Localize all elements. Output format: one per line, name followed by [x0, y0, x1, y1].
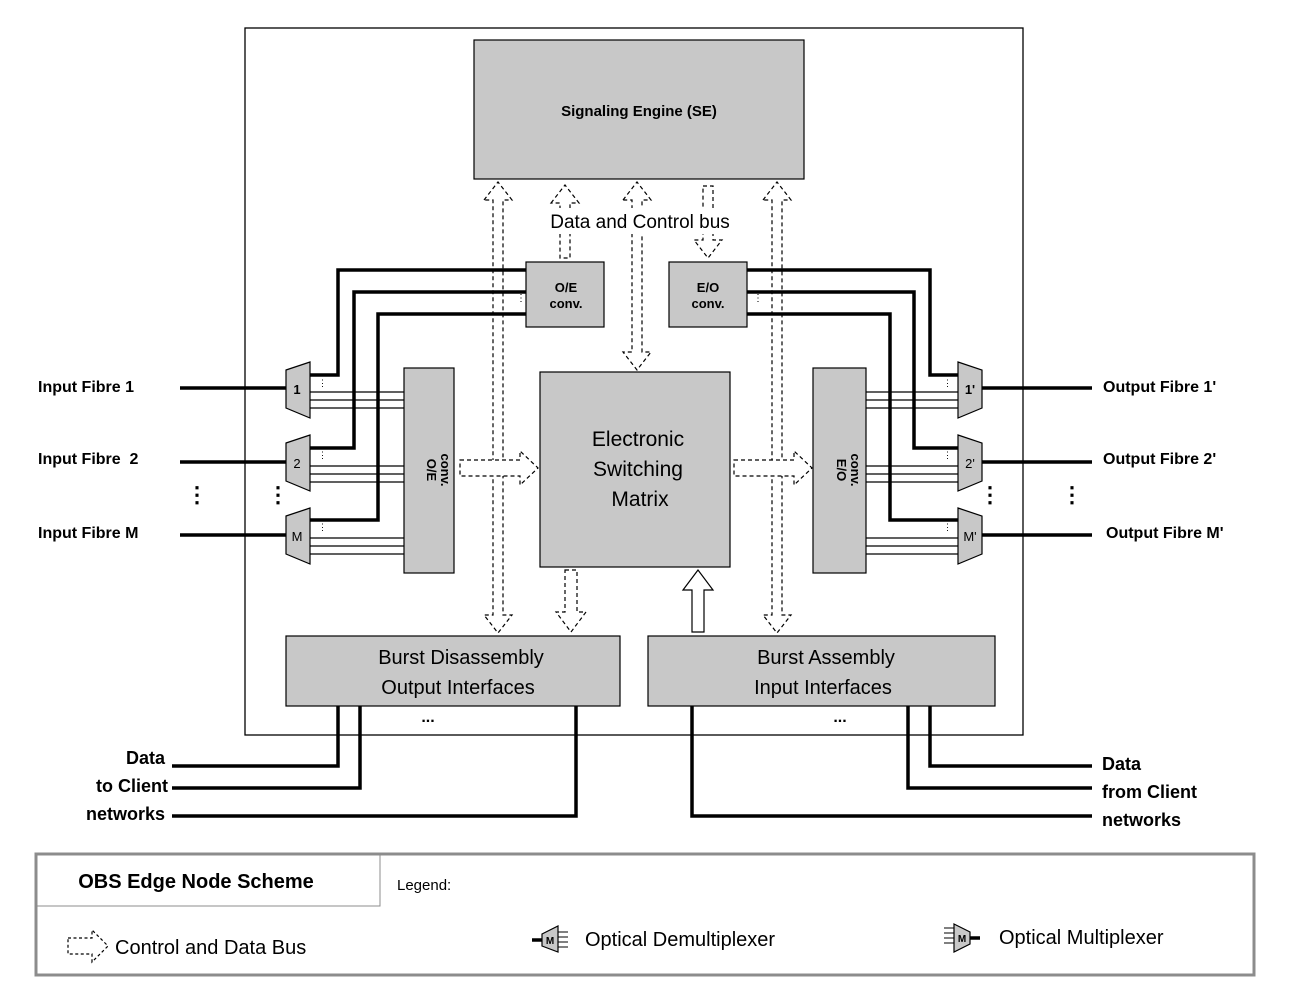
optical-multiplexer-icon: M	[944, 923, 980, 953]
client-from-label-3: networks	[1102, 810, 1181, 830]
eo-converter-top: E/O conv. ⋮	[668, 261, 763, 328]
output-fibre-m-label: Output Fibre M'	[1106, 525, 1224, 542]
demux-2-dots: ⋮	[318, 450, 327, 460]
demux-m: M ⋮	[285, 507, 327, 565]
input-fibre-2-label: Input Fibre 2	[38, 451, 139, 468]
input-fibre-m-label: Input Fibre M	[38, 525, 138, 542]
fibres-eo-to-mux	[747, 268, 958, 522]
bus-arrow-matrix-to-eo	[733, 449, 813, 487]
oe-conv-side-label-1: O/E	[424, 459, 439, 482]
signaling-engine-label: Signaling Engine (SE)	[561, 103, 717, 120]
burst-assembly-block: Burst Assembly Input Interfaces	[647, 635, 996, 707]
client-lines-to	[172, 706, 578, 818]
switching-matrix-label-1: Electronic	[592, 428, 684, 451]
demux-m-dots: ⋮	[318, 522, 327, 532]
legend-demux-glyph: M	[546, 936, 554, 947]
legend-demux-label: Optical Demultiplexer	[585, 929, 775, 951]
signaling-engine-block: Signaling Engine (SE)	[473, 39, 805, 180]
switching-matrix-block: Electronic Switching Matrix	[539, 371, 731, 568]
demux-2-label: 2	[293, 456, 300, 471]
ellipsis-right: ...	[833, 709, 846, 726]
eo-conv-side-label-1: E/O	[834, 459, 849, 481]
optical-demultiplexer-icon: M	[532, 925, 568, 953]
fibres-demux-to-oe	[310, 268, 526, 522]
oe-conv-side-label-2: conv.	[438, 454, 453, 487]
mux-m-label: M'	[963, 529, 976, 544]
eo-conv-top-label-1: E/O	[697, 280, 719, 295]
eo-conv-side-label-2: conv.	[848, 454, 863, 487]
oe-conv-top-dots: ⋮	[516, 293, 526, 304]
burst-disassembly-label-2: Output Interfaces	[381, 677, 534, 699]
demux-1-dots: ⋮	[318, 378, 327, 388]
oe-converter-top: O/E conv. ⋮	[516, 261, 605, 328]
client-to-label-3: networks	[86, 804, 165, 824]
mux-m: M' ⋮	[943, 507, 983, 565]
client-to-label-1: Data	[126, 748, 166, 768]
oe-conv-top-label-2: conv.	[550, 296, 583, 311]
mux-1: 1' ⋮	[943, 361, 983, 419]
bus-arrow-left-long	[482, 181, 514, 634]
legend-title: OBS Edge Node Scheme	[78, 871, 314, 893]
input-fibre-lines	[180, 386, 286, 537]
switching-matrix-label-3: Matrix	[611, 488, 669, 511]
mux-2-label: 2'	[965, 456, 975, 471]
bus-label: Data and Control bus	[550, 212, 730, 233]
bus-arrow-matrix-down	[554, 569, 588, 633]
mux-2-dots: ⋮	[943, 450, 952, 460]
bus-arrow-right-long	[761, 181, 793, 634]
demux-m-label: M	[292, 529, 303, 544]
legend-mux-label: Optical Multiplexer	[999, 927, 1164, 949]
client-from-label-1: Data	[1102, 754, 1142, 774]
dashed-arrow-icon	[67, 928, 109, 964]
input-fibre-1-label: Input Fibre 1	[38, 379, 134, 396]
vdots-output-label: ⋮	[1061, 482, 1083, 507]
wavelength-lines-left	[310, 391, 404, 555]
eo-conv-top-label-2: conv.	[692, 296, 725, 311]
vdots-input-demux: ⋮	[267, 482, 289, 507]
mux-1-dots: ⋮	[943, 378, 952, 388]
ellipsis-left: ...	[421, 709, 434, 726]
burst-disassembly-label-1: Burst Disassembly	[378, 647, 544, 669]
legend-control-bus-label: Control and Data Bus	[115, 937, 306, 959]
burst-assembly-label-2: Input Interfaces	[754, 677, 892, 699]
legend-heading: Legend:	[397, 877, 451, 894]
client-from-label-2: from Client	[1102, 782, 1197, 802]
oe-conv-top-label-1: O/E	[555, 280, 578, 295]
mux-1-label: 1'	[965, 382, 975, 397]
output-fibre-lines	[980, 386, 1092, 537]
oe-converter-side: O/E conv.	[403, 367, 455, 574]
bus-arrow-se-matrix	[621, 181, 653, 371]
output-fibre-1-label: Output Fibre 1'	[1103, 379, 1216, 396]
demux-1-label: 1	[293, 382, 300, 397]
vdots-output-mux: ⋮	[979, 482, 1001, 507]
legend-box: OBS Edge Node Scheme Legend: Control and…	[34, 852, 1256, 977]
bus-arrow-assembly-up	[681, 569, 715, 633]
eo-conv-top-dots: ⋮	[753, 293, 763, 304]
bus-arrow-oe-to-matrix	[459, 449, 539, 487]
demux-1: 1 ⋮	[285, 361, 327, 419]
wavelength-lines-right	[866, 391, 958, 555]
output-fibre-2-label: Output Fibre 2'	[1103, 451, 1216, 468]
vdots-input-label: ⋮	[186, 482, 208, 507]
switching-matrix-label-2: Switching	[593, 458, 683, 481]
client-to-label-2: to Client	[96, 776, 168, 796]
burst-assembly-label-1: Burst Assembly	[757, 647, 895, 669]
mux-m-dots: ⋮	[943, 522, 952, 532]
demux-2: 2 ⋮	[285, 434, 327, 492]
eo-converter-side: E/O conv.	[812, 367, 867, 574]
client-lines-from	[690, 706, 1092, 818]
legend-mux-glyph: M	[958, 934, 966, 945]
mux-2: 2' ⋮	[943, 434, 983, 492]
burst-disassembly-block: Burst Disassembly Output Interfaces	[285, 635, 621, 707]
